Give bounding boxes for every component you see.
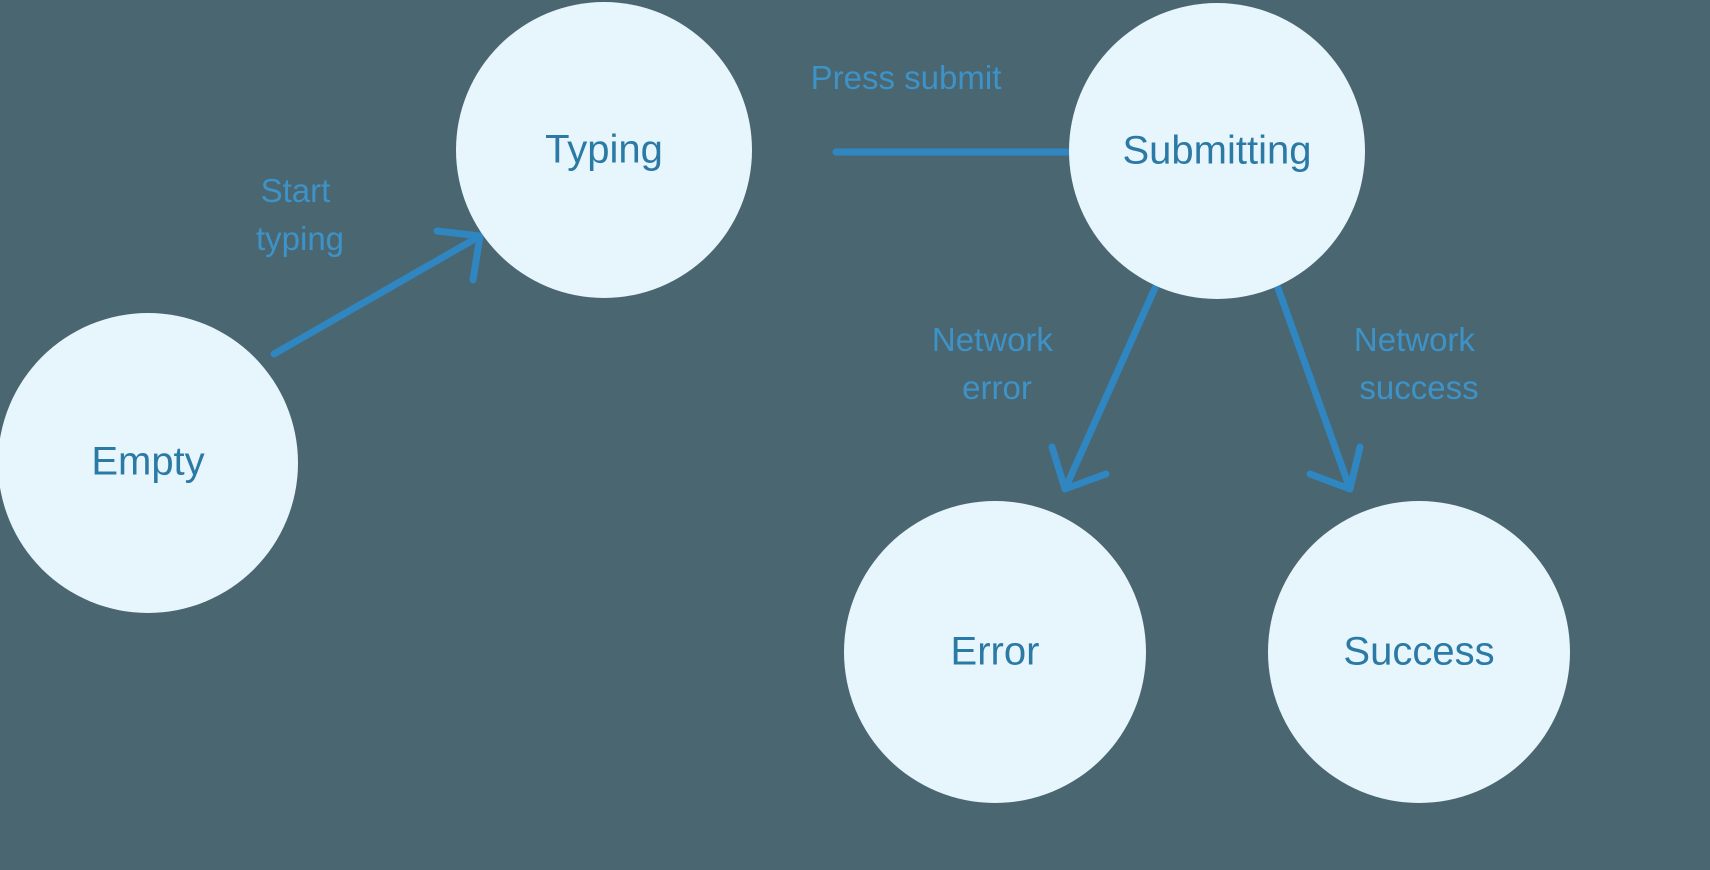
edge-label-press-submit: Press submit <box>811 59 1002 96</box>
edge-line-empty-to-typing <box>270 232 484 358</box>
edge-label-network-success-line-1: Network <box>1354 321 1476 358</box>
state-node-success-circle[interactable] <box>1268 501 1570 803</box>
edge-submitting-to-error <box>1048 284 1159 493</box>
state-node-typing-label: Typing <box>545 128 663 172</box>
edge-line-submitting-to-success <box>1274 284 1354 493</box>
arrowhead-empty-to-typing <box>433 227 484 284</box>
edge-empty-to-typing <box>270 227 484 358</box>
state-node-submitting[interactable]: Submitting <box>1069 3 1365 299</box>
state-node-empty-label: Empty <box>91 440 204 484</box>
state-node-empty[interactable]: Empty <box>0 313 298 613</box>
state-node-typing-circle[interactable] <box>456 2 752 298</box>
edge-label-start-typing-line-1: Start <box>261 172 331 209</box>
edge-label-network-error: Network error <box>932 321 1062 406</box>
state-node-submitting-circle[interactable] <box>1069 3 1365 299</box>
edge-label-network-error-line-2: error <box>962 369 1032 406</box>
arrowhead-submitting-to-success <box>1306 443 1364 493</box>
state-node-success-label: Success <box>1343 630 1494 674</box>
edge-label-start-typing: Start typing <box>256 172 344 257</box>
state-node-typing[interactable]: Typing <box>456 2 752 298</box>
state-node-success[interactable]: Success <box>1268 501 1570 803</box>
state-node-error[interactable]: Error <box>844 501 1146 803</box>
edge-label-network-error-line-1: Network <box>932 321 1054 358</box>
state-node-submitting-label: Submitting <box>1123 129 1312 173</box>
edge-label-network-success-line-2: success <box>1359 369 1478 406</box>
edge-submitting-to-success <box>1274 284 1364 493</box>
edge-label-network-success: Network success <box>1354 321 1484 406</box>
edge-line-submitting-to-error <box>1061 284 1159 493</box>
edge-label-start-typing-line-2: typing <box>256 220 344 257</box>
edge-label-press-submit-line-1: Press submit <box>811 59 1002 96</box>
arrowhead-submitting-to-error <box>1048 443 1110 493</box>
state-node-empty-circle[interactable] <box>0 313 298 613</box>
state-node-error-label: Error <box>951 630 1040 674</box>
state-node-error-circle[interactable] <box>844 501 1146 803</box>
